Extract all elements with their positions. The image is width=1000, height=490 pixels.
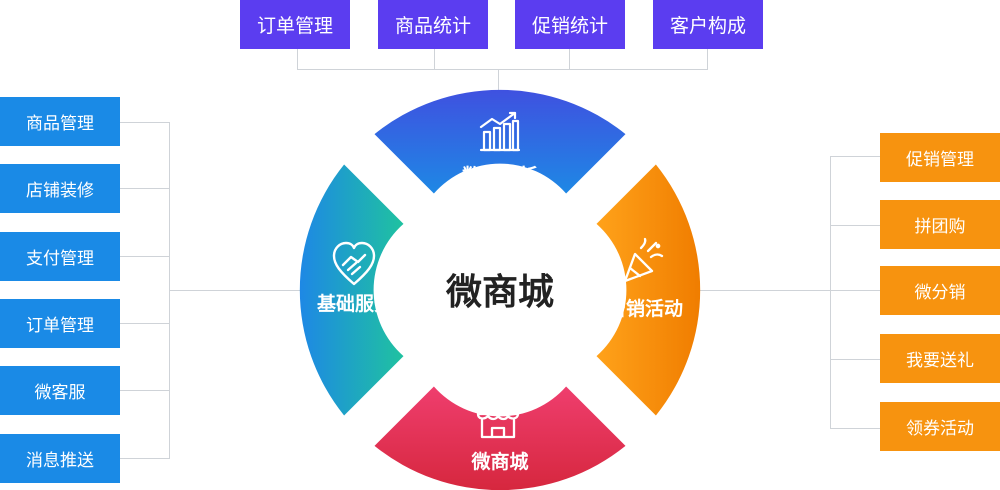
connector-top-drop-4 xyxy=(707,49,708,69)
connector-top-bar xyxy=(297,69,708,70)
connector-left-tick-5 xyxy=(120,390,169,391)
top-item-2[interactable]: 商品统计 xyxy=(378,0,488,49)
handshake-heart-icon xyxy=(332,241,376,286)
left-item-2[interactable]: 店铺装修 xyxy=(0,164,120,213)
segment-top-label: 数据分析 xyxy=(462,164,538,187)
segment-right-label: 营销活动 xyxy=(607,297,683,320)
party-popper-icon xyxy=(623,237,664,283)
connector-right-tick-5 xyxy=(831,428,880,429)
connector-left-stem xyxy=(169,290,301,291)
connector-top-drop-1 xyxy=(297,49,298,69)
storefront-icon xyxy=(476,402,520,439)
top-item-1[interactable]: 订单管理 xyxy=(240,0,350,49)
top-item-4[interactable]: 客户构成 xyxy=(653,0,763,49)
connector-right-stem xyxy=(700,290,831,291)
connector-left-tick-4 xyxy=(120,323,169,324)
connector-top-drop-3 xyxy=(569,49,570,69)
right-item-4[interactable]: 我要送礼 xyxy=(880,334,1000,383)
connector-left-tick-3 xyxy=(120,256,169,257)
segment-left-label: 基础服务 xyxy=(316,292,394,315)
left-item-4[interactable]: 订单管理 xyxy=(0,299,120,348)
center-title: 微商城 xyxy=(445,272,554,313)
segment-left-shape[interactable] xyxy=(299,164,404,416)
connector-left-tick-1 xyxy=(120,122,169,123)
right-item-1[interactable]: 促销管理 xyxy=(880,133,1000,182)
right-item-5[interactable]: 领券活动 xyxy=(880,402,1000,451)
bar-chart-icon xyxy=(479,111,521,152)
left-item-5[interactable]: 微客服 xyxy=(0,366,120,415)
right-item-2[interactable]: 拼团购 xyxy=(880,200,1000,249)
right-item-3[interactable]: 微分销 xyxy=(880,266,1000,315)
segment-bottom-shape[interactable] xyxy=(374,386,626,490)
left-item-1[interactable]: 商品管理 xyxy=(0,97,120,146)
top-item-3[interactable]: 促销统计 xyxy=(515,0,625,49)
left-item-3[interactable]: 支付管理 xyxy=(0,232,120,281)
segment-right-shape[interactable] xyxy=(596,164,701,416)
connector-right-tick-4 xyxy=(831,359,880,360)
connector-right-tick-2 xyxy=(831,225,880,226)
segment-bottom-label: 微商城 xyxy=(470,450,528,473)
connector-right-tick-3 xyxy=(831,290,880,291)
connector-right-bar xyxy=(830,156,831,429)
connector-left-tick-6 xyxy=(120,458,169,459)
connector-top-drop-2 xyxy=(434,49,435,69)
connector-right-tick-1 xyxy=(831,156,880,157)
left-item-6[interactable]: 消息推送 xyxy=(0,434,120,483)
connector-left-tick-2 xyxy=(120,188,169,189)
connector-top-stem xyxy=(498,69,499,91)
